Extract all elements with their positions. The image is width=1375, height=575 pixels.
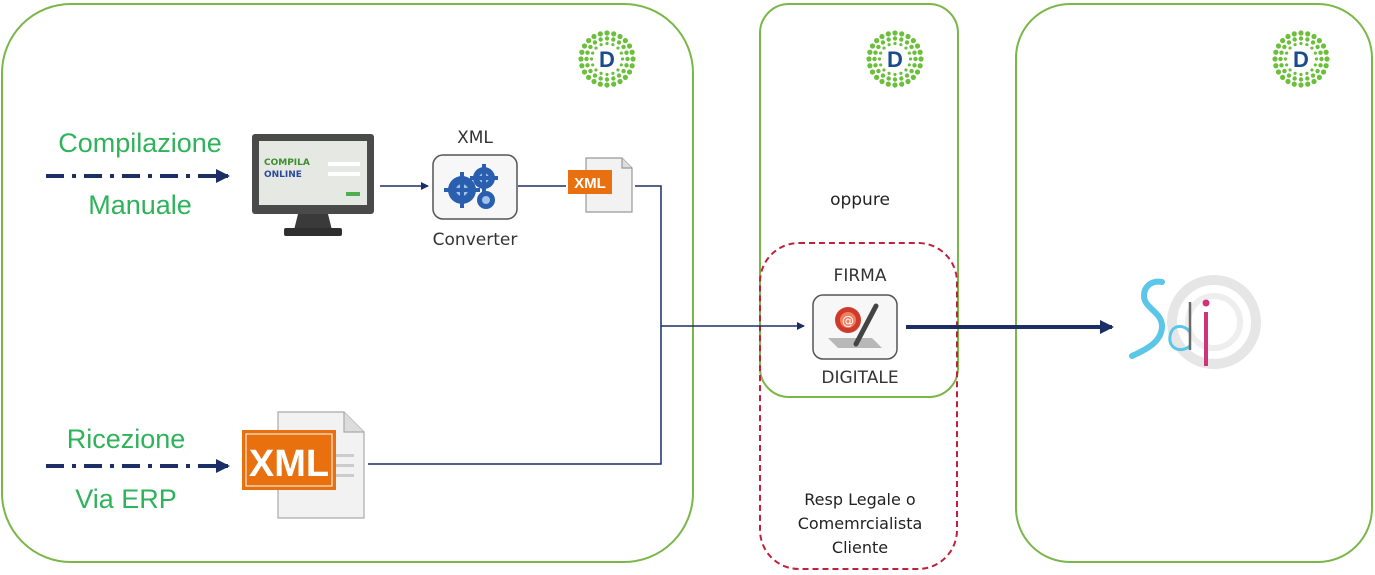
monitor-text-line1: COMPILA xyxy=(264,158,310,168)
manual-label-line2: Manuale xyxy=(88,190,192,220)
erp-xml-to-junction-line xyxy=(368,326,662,465)
converter-top-label: XML xyxy=(457,128,493,148)
xml-to-signature-arrow xyxy=(635,185,805,330)
monitor-text-line2: ONLINE xyxy=(264,170,302,180)
signer-line3: Cliente xyxy=(831,538,889,557)
brand-logo-icon: D xyxy=(578,30,636,88)
xml-small-text: XML xyxy=(574,175,606,192)
xml-large-text: XML xyxy=(249,443,329,485)
input-panel xyxy=(1,3,694,563)
brand-logo-icon: D xyxy=(1272,30,1330,88)
logo-letter: D xyxy=(599,47,615,72)
digital-signature-icon: @ xyxy=(812,294,898,360)
manual-label-line1: Compilazione xyxy=(58,128,222,158)
signer-dashed-box xyxy=(759,242,958,570)
monitor-icon: COMPILA ONLINE xyxy=(252,134,374,236)
erp-label-line1: Ricezione xyxy=(66,424,186,454)
firma-label: FIRMA xyxy=(833,266,887,286)
xml-file-icon: XML xyxy=(242,411,365,519)
erp-label-line2: Via ERP xyxy=(75,484,177,514)
signature-panel xyxy=(759,3,959,398)
logo-letter: D xyxy=(1293,47,1309,72)
logo-letter: D xyxy=(887,47,903,72)
brand-logo-icon: D xyxy=(866,30,924,88)
sdi-panel xyxy=(1015,3,1373,563)
sdi-logo-icon xyxy=(1129,275,1261,369)
signer-line2: Comemrcialista xyxy=(797,514,923,533)
oppure-label: oppure xyxy=(830,190,890,210)
xml-file-icon: XML xyxy=(568,157,633,213)
digitale-label: DIGITALE xyxy=(821,368,899,388)
signer-line1: Resp Legale o xyxy=(804,490,916,509)
gears-icon xyxy=(432,154,518,220)
converter-bottom-label: Converter xyxy=(432,230,518,250)
svg-text:@: @ xyxy=(842,314,854,328)
